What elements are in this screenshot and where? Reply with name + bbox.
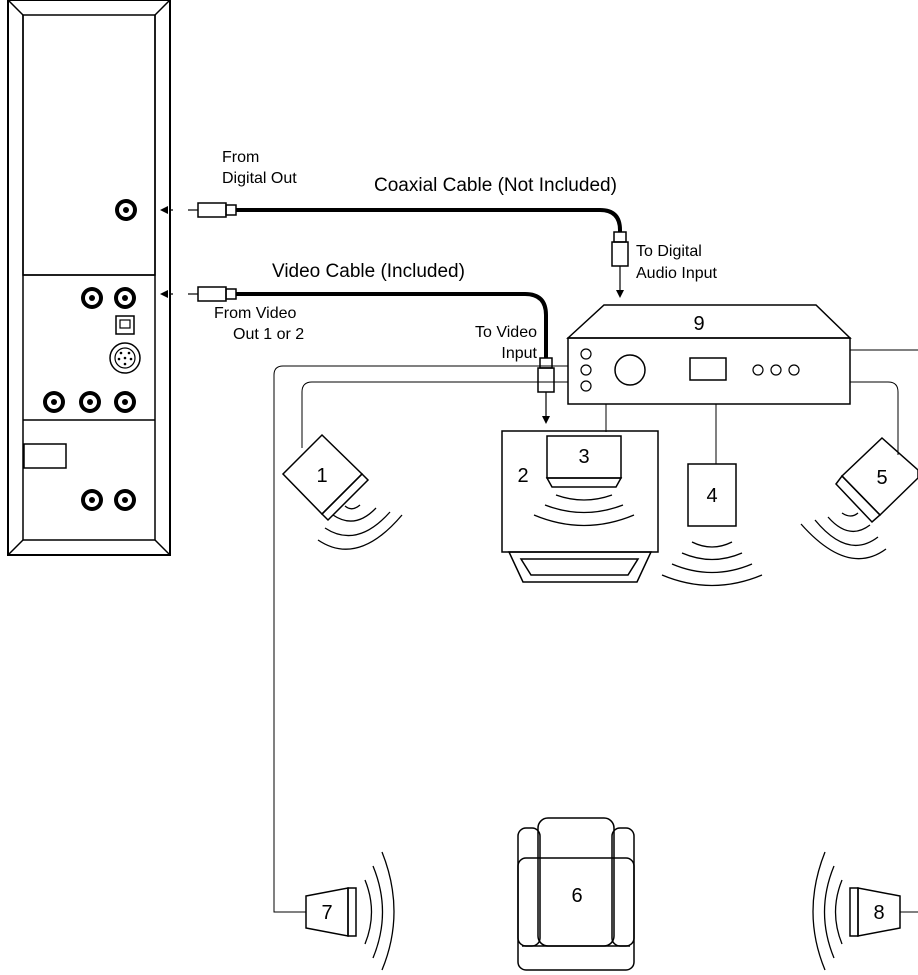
- front-left-speaker-number: 1: [316, 465, 327, 487]
- center-speaker: [533, 435, 635, 527]
- rear-right-speaker-number: 8: [873, 902, 884, 924]
- front-right-speaker-number: 5: [876, 467, 887, 489]
- to-digital-audio-input-label-line1: To Digital: [636, 243, 702, 260]
- from-digital-out-label-line1: From: [222, 149, 259, 166]
- coaxial-cable: [160, 202, 629, 298]
- video-cable: [160, 286, 555, 424]
- front-right-speaker: [800, 436, 918, 560]
- chair-number: 6: [571, 885, 582, 907]
- digital-out-jack: [115, 199, 137, 221]
- front-left-speaker: [281, 433, 403, 550]
- switch-slot: [23, 443, 67, 469]
- subwoofer-number: 4: [706, 485, 717, 507]
- subwoofer: [661, 463, 763, 587]
- to-digital-audio-input-label-line2: Audio Input: [636, 265, 718, 282]
- rear-right-speaker: [812, 851, 901, 971]
- to-video-input-label-line2: Input: [501, 345, 537, 362]
- rear-left-speaker: [305, 851, 395, 971]
- coaxial-cable-label: Coaxial Cable (Not Included): [374, 175, 617, 196]
- s-video-port: [109, 342, 141, 374]
- dvd-player-rear-panel: [7, 0, 171, 556]
- listening-chair: [517, 817, 635, 971]
- video-cable-label: Video Cable (Included): [272, 261, 465, 282]
- av-receiver: [566, 304, 852, 405]
- tv-number: 2: [517, 465, 528, 487]
- rear-left-speaker-number: 7: [321, 902, 332, 924]
- from-video-out-label-line1: From Video: [214, 305, 297, 322]
- receiver-number: 9: [693, 313, 704, 335]
- video-out-jacks: [81, 287, 136, 309]
- audio-jacks-row: [43, 391, 136, 413]
- bottom-jacks: [81, 489, 136, 511]
- speaker-wires: [273, 349, 918, 913]
- center-speaker-number: 3: [578, 446, 589, 468]
- to-video-input-label-line1: To Video: [475, 324, 537, 341]
- optical-port: [115, 315, 135, 335]
- from-digital-out-label-line2: Digital Out: [222, 170, 297, 187]
- from-video-out-label-line2: Out 1 or 2: [233, 326, 304, 343]
- tv-monitor: [501, 430, 659, 583]
